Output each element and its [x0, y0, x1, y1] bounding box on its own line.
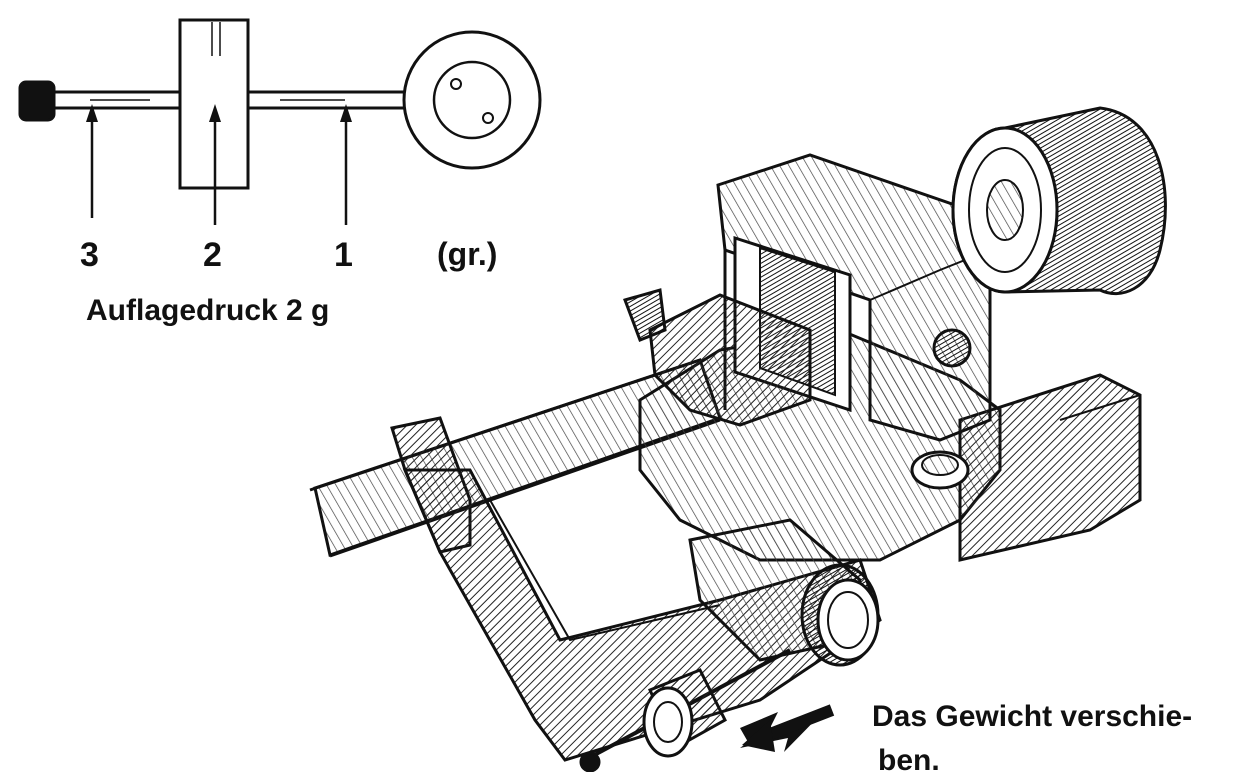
- frame-screw: [932, 328, 972, 368]
- antiskating-knob: [688, 518, 880, 667]
- instruction-line-2: ben.: [878, 744, 940, 772]
- lift-lever: [623, 288, 667, 342]
- lower-frame: [402, 468, 882, 762]
- main-counterweight: [951, 106, 1167, 296]
- sliding-weight: [579, 648, 791, 772]
- stylus-force-caption: Auflagedruck 2 g: [86, 294, 330, 327]
- marker-label-1: 1: [334, 236, 353, 274]
- marker-label-3: 3: [80, 236, 99, 274]
- knob-end: [18, 80, 56, 122]
- instruction-line-1: Das Gewicht verschie-: [872, 700, 1193, 733]
- unit-label: (gr.): [437, 236, 498, 272]
- marker-label-2: 2: [203, 236, 222, 274]
- scale-diagram: [18, 18, 542, 225]
- marker-arrows: [86, 104, 352, 225]
- tonearm-illustration: [309, 106, 1167, 772]
- scale-dial: [402, 30, 542, 170]
- square-arm: [648, 293, 812, 427]
- rear-block: [958, 373, 1142, 562]
